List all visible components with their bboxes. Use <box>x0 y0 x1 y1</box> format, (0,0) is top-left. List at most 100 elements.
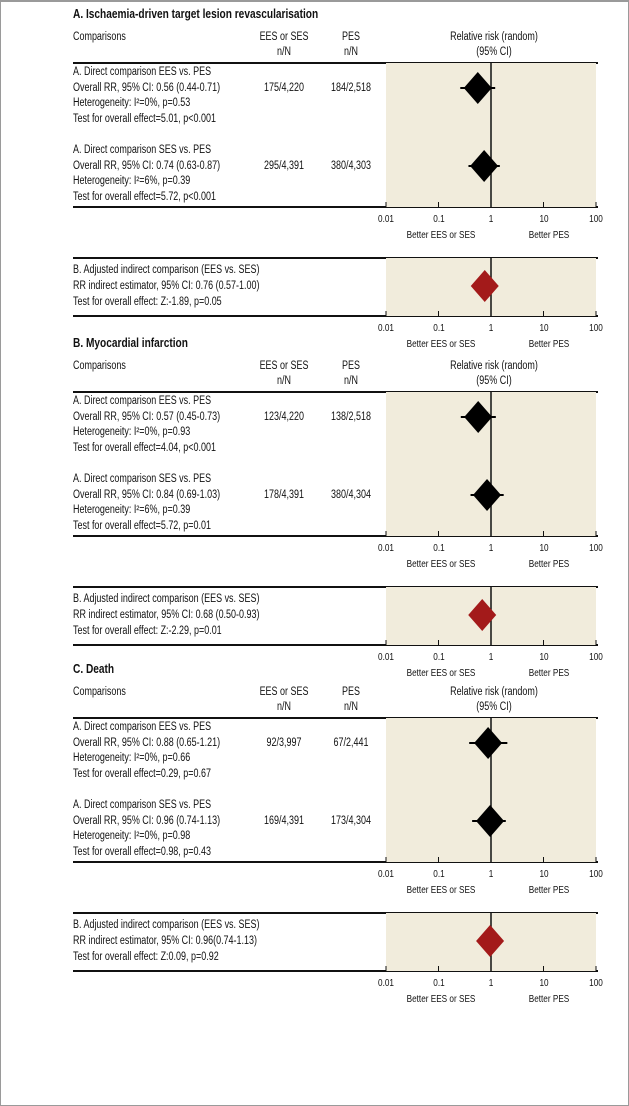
direct-estimate <box>460 401 496 433</box>
point-estimate-diamond <box>468 599 497 631</box>
header-col1: EES or SES <box>259 686 309 698</box>
header-comparisons: Comparisons <box>73 360 126 372</box>
comparison-line: Test for overall effect=5.72, p=0.01 <box>73 519 211 532</box>
indirect-line: B. Adjusted indirect comparison (EES vs.… <box>73 264 260 276</box>
left-direction-label: Better EES or SES <box>406 993 475 1005</box>
indirect-estimate <box>476 925 505 957</box>
right-direction-label: Better PES <box>528 993 569 1005</box>
header-rule <box>73 62 598 64</box>
x-tick-label: 100 <box>589 542 603 554</box>
header-col2: PES <box>342 31 360 43</box>
header-relative-risk: Relative risk (random) <box>450 31 538 43</box>
comparison-line: A. Direct comparison EES vs. PES <box>73 66 212 78</box>
comparison-line: Heterogeneity: I²=0%, p=0.53 <box>73 97 191 110</box>
ees-ses-count: 169/4,391 <box>264 815 304 827</box>
section-title: C. Death <box>73 661 115 676</box>
header-comparisons: Comparisons <box>73 31 126 43</box>
indirect-line: Test for overall effect: Z:-1.89, p=0.05 <box>73 296 222 308</box>
x-axis <box>385 202 597 207</box>
comparison-line: Test for overall effect=4.04, p<0.001 <box>73 441 216 454</box>
x-tick-label: 0.01 <box>378 213 394 225</box>
comparison-line: Test for overall effect=5.72, p<0.001 <box>73 190 216 203</box>
x-tick-label: 1 <box>488 542 494 554</box>
indirect-bottom-rule <box>73 315 598 317</box>
point-estimate-diamond <box>476 925 505 957</box>
x-tick-label: 1 <box>488 213 494 225</box>
x-tick-label: 100 <box>589 977 603 989</box>
comparison-line: Overall RR, 95% CI: 0.74 (0.63-0.87) <box>73 159 221 172</box>
indirect-top-rule <box>73 912 598 914</box>
pes-count: 173/4,304 <box>331 815 371 827</box>
comparison-line: A. Direct comparison EES vs. PES <box>73 395 212 407</box>
comparison-line: Overall RR, 95% CI: 0.96 (0.74-1.13) <box>73 814 221 827</box>
x-tick-label: 0.1 <box>432 322 445 334</box>
x-tick-label: 0.1 <box>432 542 445 554</box>
indirect-line: Test for overall effect: Z:0.09, p=0.92 <box>73 951 219 963</box>
x-axis <box>385 311 597 316</box>
header-ci: (95% CI) <box>476 375 512 387</box>
panel-rule <box>73 206 598 208</box>
indirect-line: RR indirect estimator, 95% CI: 0.76 (0.5… <box>73 280 260 292</box>
indirect-top-rule <box>73 586 598 588</box>
header-col1-nN: n/N <box>277 46 291 58</box>
indirect-estimate <box>470 270 499 302</box>
point-estimate-diamond <box>464 401 493 433</box>
x-tick-label: 1 <box>488 322 494 334</box>
header-col2: PES <box>342 686 360 698</box>
direct-estimate <box>472 805 506 837</box>
pes-count: 67/2,441 <box>333 737 369 749</box>
point-estimate-diamond <box>463 72 492 104</box>
x-tick-label: 1 <box>488 977 494 989</box>
comparison-line: A. Direct comparison SES vs. PES <box>73 473 212 485</box>
x-tick-label: 100 <box>589 651 603 663</box>
x-tick-label: 0.01 <box>378 542 394 554</box>
ees-ses-count: 175/4,220 <box>264 82 304 94</box>
indirect-line: RR indirect estimator, 95% CI: 0.68 (0.5… <box>73 609 260 621</box>
panel-rule <box>73 861 598 863</box>
direct-estimate <box>460 72 496 104</box>
panel-rule <box>73 535 598 537</box>
header-col2-nN: n/N <box>344 701 358 713</box>
direct-estimate <box>469 727 508 759</box>
indirect-line: B. Adjusted indirect comparison (EES vs.… <box>73 919 260 931</box>
indirect-bottom-rule <box>73 644 598 646</box>
x-axis <box>385 966 597 971</box>
point-estimate-diamond <box>470 150 499 182</box>
indirect-estimate <box>468 599 497 631</box>
right-direction-label: Better PES <box>528 667 569 679</box>
x-tick-label: 10 <box>538 868 549 880</box>
comparison-line: Heterogeneity: I²=0%, p=0.66 <box>73 752 191 765</box>
x-tick-label: 0.01 <box>378 977 394 989</box>
header-ci: (95% CI) <box>476 701 512 713</box>
comparison-line: Overall RR, 95% CI: 0.88 (0.65-1.21) <box>73 736 221 749</box>
x-tick-label: 10 <box>538 322 549 334</box>
x-tick-label: 10 <box>538 977 549 989</box>
indirect-top-rule <box>73 257 598 259</box>
header-col1-nN: n/N <box>277 375 291 387</box>
x-tick-label: 10 <box>538 542 549 554</box>
pes-count: 184/2,518 <box>331 82 371 94</box>
header-col1: EES or SES <box>259 360 309 372</box>
left-direction-label: Better EES or SES <box>406 667 475 679</box>
left-direction-label: Better EES or SES <box>406 558 475 570</box>
right-direction-label: Better PES <box>528 558 569 570</box>
comparison-line: Heterogeneity: I²=6%, p=0.39 <box>73 175 191 188</box>
comparison-line: A. Direct comparison SES vs. PES <box>73 144 212 156</box>
comparison-line: A. Direct comparison SES vs. PES <box>73 799 212 811</box>
x-tick-label: 100 <box>589 322 603 334</box>
section-title: A. Ischaemia-driven target lesion revasc… <box>73 6 319 21</box>
comparison-line: Heterogeneity: I²=6%, p=0.39 <box>73 504 191 517</box>
x-tick-label: 0.1 <box>432 868 445 880</box>
header-rule <box>73 391 598 393</box>
left-direction-label: Better EES or SES <box>406 229 475 241</box>
header-col1: EES or SES <box>259 31 309 43</box>
x-axis <box>385 857 597 862</box>
indirect-bottom-rule <box>73 970 598 972</box>
right-direction-label: Better PES <box>528 884 569 896</box>
ees-ses-count: 123/4,220 <box>264 411 304 423</box>
point-estimate-diamond <box>473 479 502 511</box>
comparison-line: Overall RR, 95% CI: 0.57 (0.45-0.73) <box>73 410 221 423</box>
pes-count: 138/2,518 <box>331 411 371 423</box>
comparison-line: Test for overall effect=5.01, p<0.001 <box>73 112 216 125</box>
